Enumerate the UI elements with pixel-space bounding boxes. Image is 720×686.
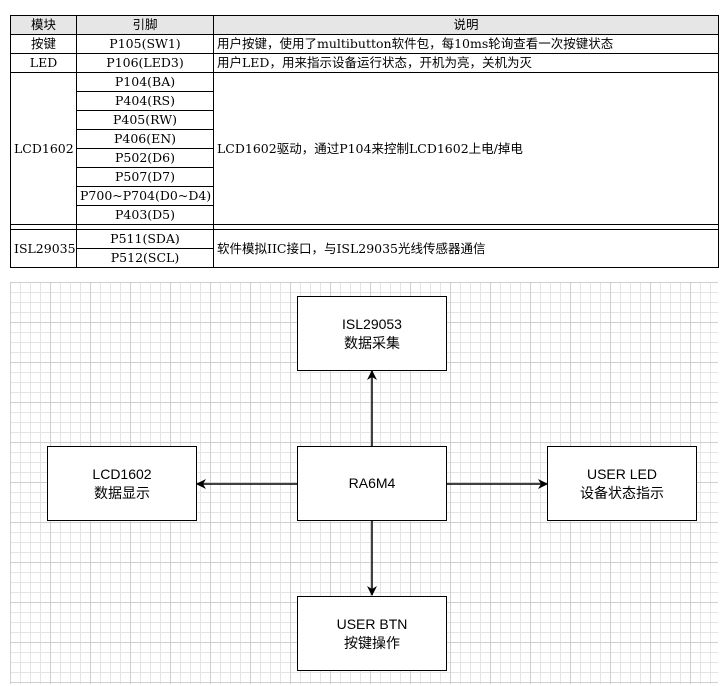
lcd-node-subtitle: 数据显示	[94, 484, 150, 501]
pin-assignment-table: 模块 引脚 说明 按键 P105(SW1) 用户按键，使用了multibutto…	[10, 15, 719, 268]
pin-cell: P106(LED3)	[76, 53, 214, 73]
pin-cell: P105(SW1)	[76, 34, 214, 54]
lcd-node-title: LCD1602	[92, 465, 152, 482]
header-module: 模块	[10, 15, 77, 35]
sensor-node-subtitle: 数据采集	[344, 334, 400, 351]
description-cell: LCD1602驱动，通过P104来控制LCD1602上电/掉电	[213, 72, 719, 225]
pin-cell: P403(D5)	[76, 205, 214, 225]
led-node-title: USER LED	[586, 465, 658, 482]
table-row-lcd-pin: P507(D7)	[11, 167, 719, 187]
sensor-node-title: ISL29053	[342, 315, 402, 332]
led-node-subtitle: 设备状态指示	[580, 484, 664, 501]
pin-cell: P507(D7)	[76, 167, 214, 187]
pin-cell: P512(SCL)	[76, 248, 214, 268]
header-pins: 引脚	[76, 15, 214, 35]
table-row-isl: ISL29035 P511(SDA) 软件模拟IIC接口，与ISL29035光线…	[10, 229, 719, 268]
module-cell: 按键	[10, 34, 77, 54]
mcu-node-title: RA6M4	[348, 475, 396, 491]
module-cell: LED	[10, 53, 77, 73]
pin-cell: P406(EN)	[76, 129, 214, 149]
table-row-led: LED P106(LED3) 用户LED，用来指示设备运行状态，开机为亮，关机为…	[10, 53, 719, 73]
button-node-title: USER BTN	[336, 615, 408, 632]
lcd-node: LCD1602 数据显示	[47, 446, 197, 521]
pin-cell: P511(SDA)	[76, 229, 214, 249]
header-description: 说明	[213, 15, 719, 35]
button-node-subtitle: 按键操作	[344, 634, 400, 651]
pin-cell: P404(RS)	[76, 91, 214, 111]
table-row-isl-pin: P512(SCL)	[11, 248, 719, 268]
led-node: USER LED 设备状态指示	[547, 446, 697, 521]
mcu-node: RA6M4	[297, 446, 447, 521]
pin-cell: P700~P704(D0~D4)	[76, 186, 214, 206]
module-cell: ISL29035	[10, 229, 77, 268]
sensor-node: ISL29053 数据采集	[297, 296, 447, 371]
diagram-connectors	[196, 370, 548, 596]
button-node: USER BTN 按键操作	[297, 596, 447, 671]
module-cell: LCD1602	[10, 72, 77, 225]
description-cell: 用户LED，用来指示设备运行状态，开机为亮，关机为灭	[213, 53, 719, 73]
table-row-lcd-pin: P700~P704(D0~D4)	[11, 186, 719, 206]
pin-cell: P502(D6)	[76, 148, 214, 168]
block-diagram: ISL29053 数据采集 LCD1602 数据显示 RA6M4 USER LE…	[10, 282, 718, 684]
table-row-lcd: LCD1602 P104(BA) LCD1602驱动，通过P104来控制LCD1…	[10, 72, 719, 225]
table-header-row: 模块 引脚 说明	[10, 15, 719, 35]
description-cell: 用户按键，使用了multibutton软件包，每10ms轮询查看一次按键状态	[213, 34, 719, 54]
description-cell: 软件模拟IIC接口，与ISL29035光线传感器通信	[213, 229, 719, 268]
table-row-button: 按键 P105(SW1) 用户按键，使用了multibutton软件包，每10m…	[10, 34, 719, 54]
pin-cell: P104(BA)	[76, 72, 214, 92]
pin-cell: P405(RW)	[76, 110, 214, 130]
